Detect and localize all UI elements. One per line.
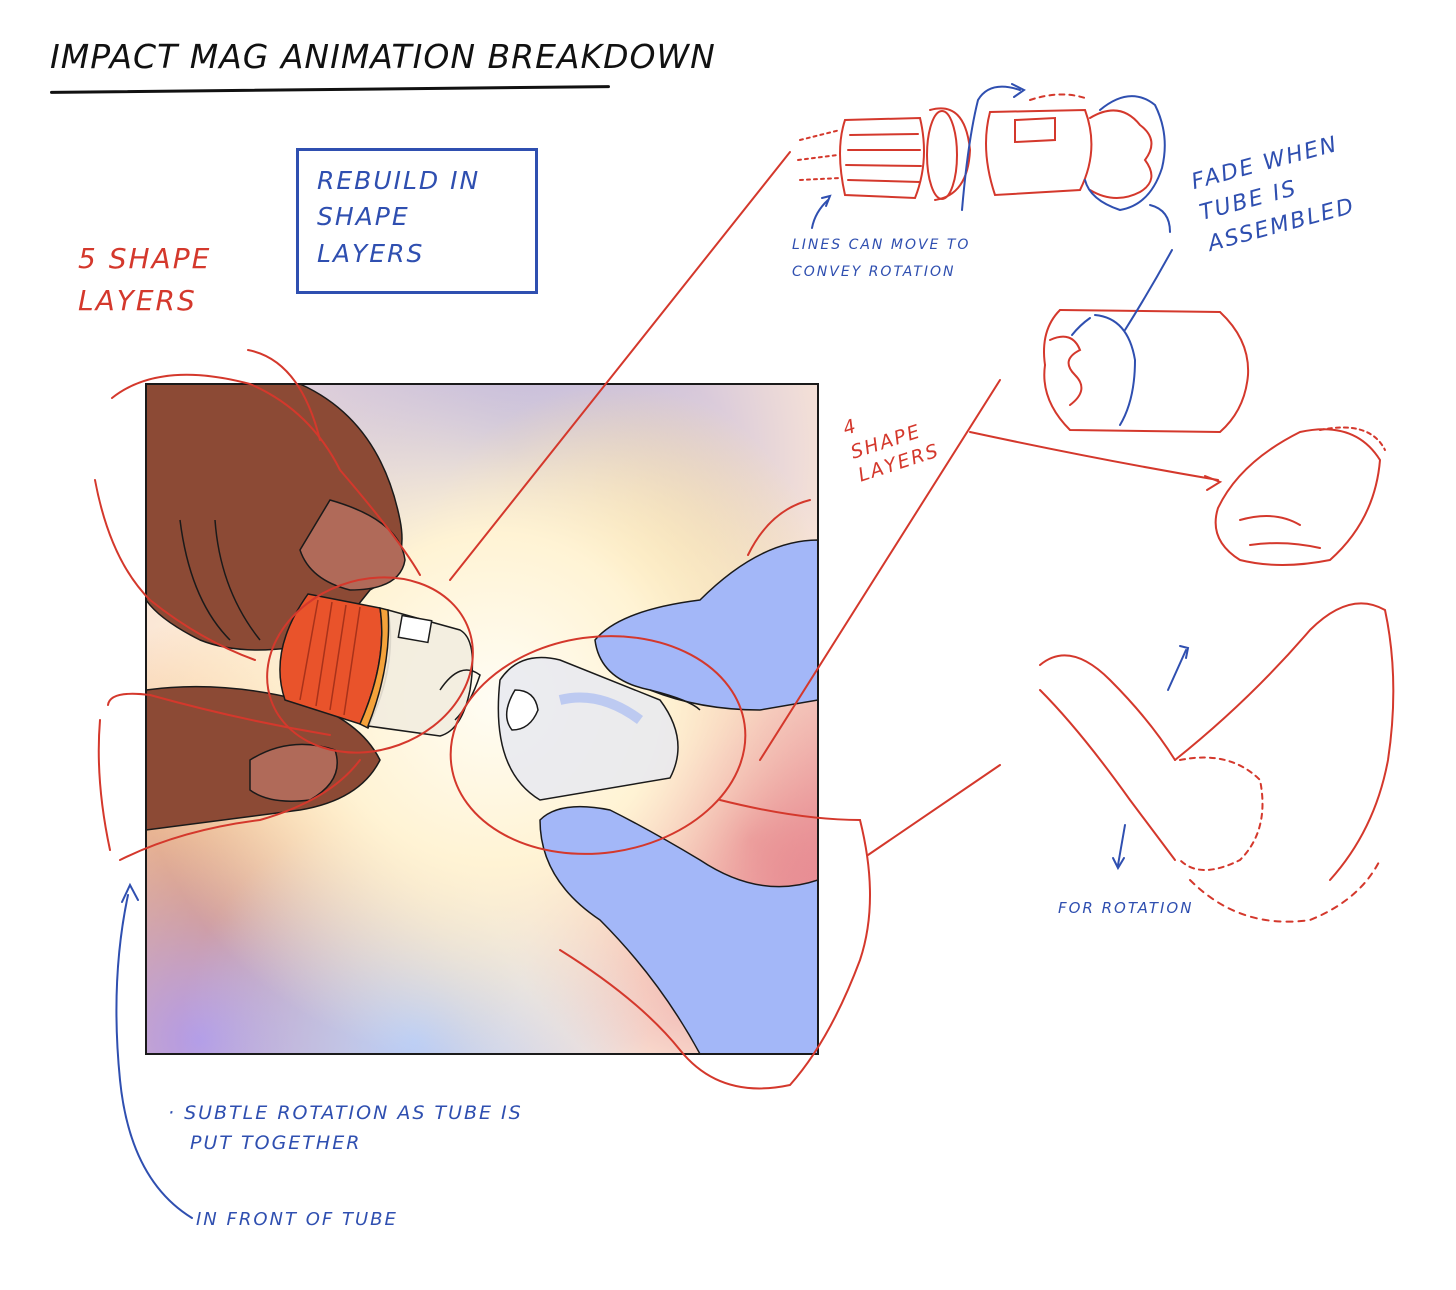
- illustration-border: [145, 383, 819, 1055]
- note-line: · SUBTLE ROTATION AS TUBE IS: [168, 1102, 523, 1124]
- illustration-frame: [146, 384, 818, 1054]
- tube-cap: [279, 593, 392, 730]
- tube-left-half: [366, 608, 481, 737]
- page-title: IMPACT MAG ANIMATION BREAKDOWN: [50, 37, 716, 76]
- rebuild-note-text: REBUILD IN SHAPE LAYERS: [317, 163, 480, 272]
- hand-sketch-bottom: [1039, 602, 1395, 923]
- right-glove: [539, 539, 818, 1054]
- note-line: CONVEY ROTATION: [792, 263, 956, 280]
- cap-sketch: [797, 107, 972, 201]
- note-line: LAYERS: [78, 284, 197, 317]
- tube-halves-sketch: [985, 93, 1153, 199]
- red-annotation-strokes: [94, 93, 1395, 1090]
- note-line: LINES CAN MOVE TO: [792, 237, 971, 253]
- blue-annotation-strokes: [115, 83, 1190, 1219]
- subtle-rotation-note: · SUBTLE ROTATION AS TUBE IS PUT TOGETHE…: [168, 1098, 523, 1159]
- rebuild-note-line: SHAPE: [317, 202, 410, 232]
- hand-sketch-top: [1214, 426, 1386, 566]
- assembled-tube-sketch: [1043, 309, 1250, 434]
- note-line: 5 SHAPE: [78, 242, 212, 275]
- tube-right-half: [497, 656, 679, 801]
- rebuild-note-line: LAYERS: [317, 238, 425, 268]
- cap-rotation-note: LINES CAN MOVE TO CONVEY ROTATION: [792, 232, 970, 285]
- rebuild-note-box: REBUILD IN SHAPE LAYERS: [296, 148, 538, 294]
- for-rotation-note: FOR ROTATION: [1058, 899, 1194, 917]
- rebuild-note-line: REBUILD IN: [317, 166, 481, 195]
- note-line: PUT TOGETHER: [190, 1132, 362, 1155]
- in-front-of-tube-note: IN FRONT OF TUBE: [196, 1209, 398, 1230]
- five-shape-layers-note: 5 SHAPE LAYERS: [78, 238, 211, 322]
